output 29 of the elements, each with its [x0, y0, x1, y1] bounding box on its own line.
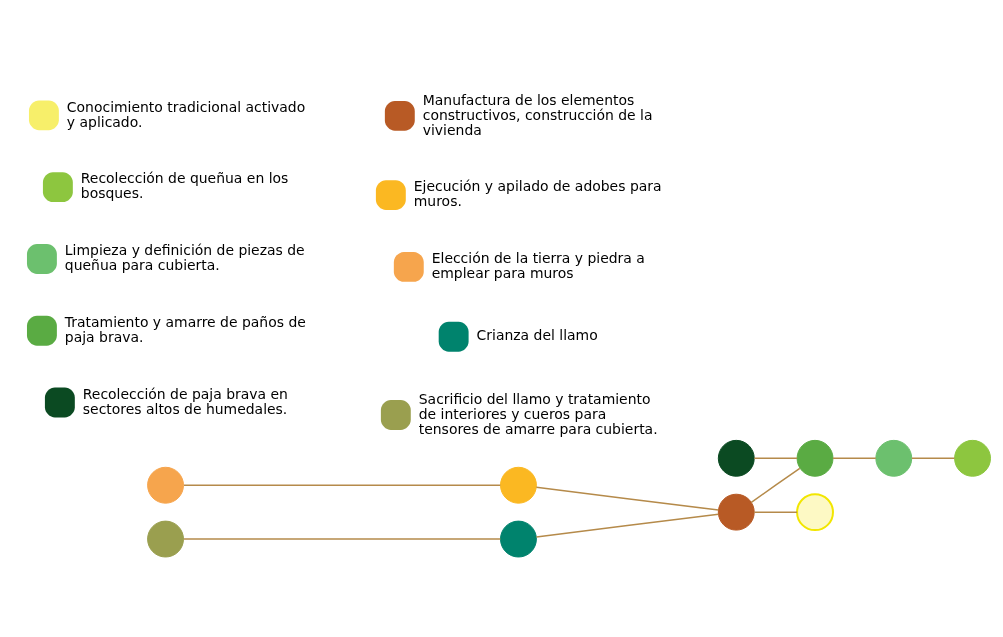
node-circle [796, 439, 834, 477]
node-circle [147, 466, 184, 504]
legend-label: Sacrificio del llamo y tratamiento de interiores y cueros para tensores de amarre para cubierta. [418, 390, 658, 437]
node-circle [796, 492, 834, 531]
legend-label: Recolección de queñua en los bosques. [80, 169, 289, 201]
connector [753, 510, 798, 513]
legend-label: Elección de la tierra y piedra a emplear para muros [431, 249, 645, 281]
connector [832, 457, 877, 459]
node-circle [875, 439, 913, 477]
legend-label: Conocimiento tradicional activado y aplicado. [66, 98, 306, 130]
node-circle [500, 466, 537, 504]
connector [183, 484, 502, 486]
node-circle [717, 439, 755, 477]
legend-label: Limpieza y definición de piezas de queñua para cubierta. [64, 241, 305, 273]
connector [911, 457, 956, 459]
connector [750, 467, 801, 503]
legend-label: Ejecución y apilado de adobes para muros. [413, 177, 662, 209]
legend-label: Crianza del llamo [476, 326, 598, 343]
legend-label: Recolección de paja brava en sectores altos de humedales. [82, 385, 288, 417]
node-circle [954, 439, 991, 477]
node-circle [717, 493, 755, 531]
connector [753, 457, 798, 459]
node-circle [147, 520, 184, 557]
legend-label: Manufactura de los elementos constructivos, construcción de la vivienda [422, 91, 653, 138]
legend-label: Tratamiento y amarre de paños de paja brava. [64, 313, 306, 345]
connector [535, 486, 720, 511]
connector [183, 537, 502, 540]
connector [535, 513, 720, 538]
node-circle [500, 520, 537, 557]
